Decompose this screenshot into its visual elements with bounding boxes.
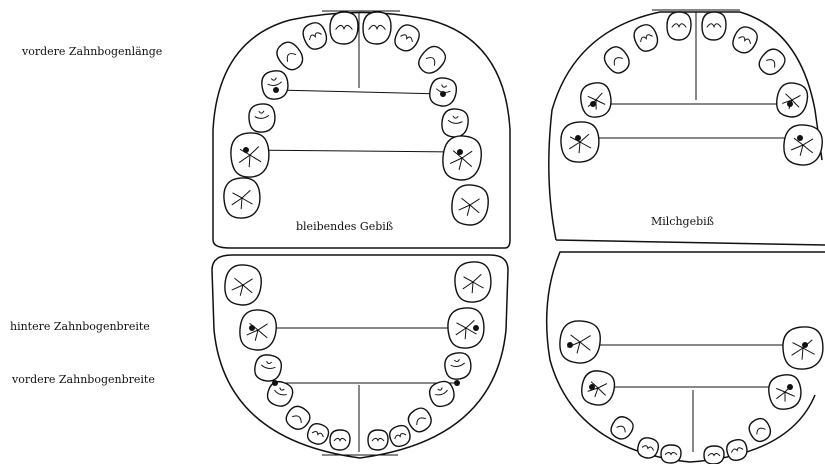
mu-tooth-r3-outline — [755, 45, 789, 79]
anterior-arch-width-label: vordere Zahnbogenbreite — [12, 373, 155, 386]
perm-upper-length-line — [276, 90, 443, 94]
mu-tooth-r2 — [730, 24, 761, 57]
pl-tooth-r2 — [387, 423, 413, 449]
mu-tooth-l4-measure-point — [590, 101, 596, 107]
pu-tooth-l4-measure-point — [273, 87, 279, 93]
pu-tooth-r6 — [441, 134, 483, 181]
pu-tooth-r5 — [441, 108, 469, 138]
anterior-arch-length-label: vordere Zahnbogenlänge — [22, 45, 162, 58]
pl-tooth-l2 — [305, 421, 331, 447]
mu-tooth-l5-measure-point — [575, 135, 581, 141]
pl-tooth-l6-measure-point — [249, 325, 255, 331]
mu-tooth-l5 — [559, 120, 600, 163]
primary-dentition-label: Milchgebiß — [651, 215, 714, 228]
pl-tooth-r6-measure-point — [473, 325, 479, 331]
ml-tooth-r1 — [704, 446, 724, 464]
mu-tooth-l1 — [667, 12, 691, 40]
ml-tooth-r5-measure-point — [802, 342, 808, 348]
pu-tooth-l6-measure-point — [243, 147, 249, 153]
mu-tooth-r1 — [702, 12, 726, 40]
pl-tooth-r1 — [368, 430, 388, 450]
permanent-upper-teeth — [222, 12, 489, 226]
mu-tooth-l3 — [600, 43, 634, 77]
pu-tooth-r1 — [363, 12, 391, 44]
ml-tooth-r3-outline — [746, 415, 774, 444]
pl-tooth-r7 — [453, 261, 492, 304]
pu-tooth-r2 — [392, 22, 423, 55]
pl-tooth-r6 — [446, 307, 485, 350]
pu-tooth-r3-outline — [415, 42, 450, 78]
pu-tooth-r6-measure-point — [457, 149, 463, 155]
primary-lower-teeth — [558, 319, 825, 464]
mu-tooth-r5 — [782, 123, 823, 166]
ml-tooth-l4 — [579, 368, 616, 407]
pl-tooth-l4-measure-point — [272, 380, 278, 386]
pl-tooth-l5 — [253, 353, 283, 383]
ml-tooth-r4-measure-point — [787, 384, 793, 390]
permanent-dentition-label: bleibendes Gebiß — [296, 220, 393, 233]
mu-tooth-l3-outline — [600, 43, 634, 77]
primary-upper-teeth — [559, 12, 823, 167]
pl-tooth-r4-measure-point — [454, 380, 460, 386]
mu-tooth-r4 — [774, 81, 809, 120]
ml-tooth-r4 — [766, 372, 803, 411]
ml-tooth-r3 — [746, 415, 774, 444]
pu-tooth-l7 — [222, 177, 261, 220]
ml-tooth-l4-measure-point — [589, 384, 595, 390]
mu-tooth-r3 — [755, 45, 789, 79]
pu-tooth-r7 — [450, 184, 489, 227]
pl-tooth-l6 — [238, 309, 277, 352]
pl-tooth-l1 — [330, 430, 350, 450]
pl-tooth-r5 — [443, 351, 473, 381]
pu-tooth-l3-outline — [273, 38, 308, 74]
pu-tooth-l1 — [330, 12, 358, 44]
pl-tooth-l7 — [223, 264, 262, 307]
pu-tooth-l2 — [300, 20, 331, 53]
ml-tooth-l3 — [608, 413, 636, 442]
posterior-arch-width-label: hintere Zahnbogenbreite — [10, 320, 150, 333]
ml-tooth-l5 — [558, 319, 602, 364]
ml-tooth-r5 — [781, 325, 825, 370]
pu-tooth-l6 — [229, 131, 271, 178]
ml-tooth-r2 — [725, 438, 749, 462]
permanent-lower-teeth — [223, 261, 492, 450]
mu-tooth-r5-measure-point — [797, 135, 803, 141]
ml-tooth-l1 — [661, 445, 681, 463]
perm-upper-width-line — [246, 150, 460, 152]
ml-tooth-l5-measure-point — [567, 342, 573, 348]
pu-tooth-l3 — [273, 38, 308, 74]
mu-tooth-l4 — [578, 81, 613, 120]
pu-tooth-r4-measure-point — [440, 91, 446, 97]
ml-tooth-l3-outline — [608, 413, 636, 442]
mu-tooth-l2 — [631, 22, 662, 55]
pu-tooth-l4 — [260, 69, 290, 101]
mu-tooth-r4-measure-point — [787, 101, 793, 107]
pu-tooth-l5 — [248, 103, 276, 133]
pu-tooth-r3 — [415, 42, 450, 78]
